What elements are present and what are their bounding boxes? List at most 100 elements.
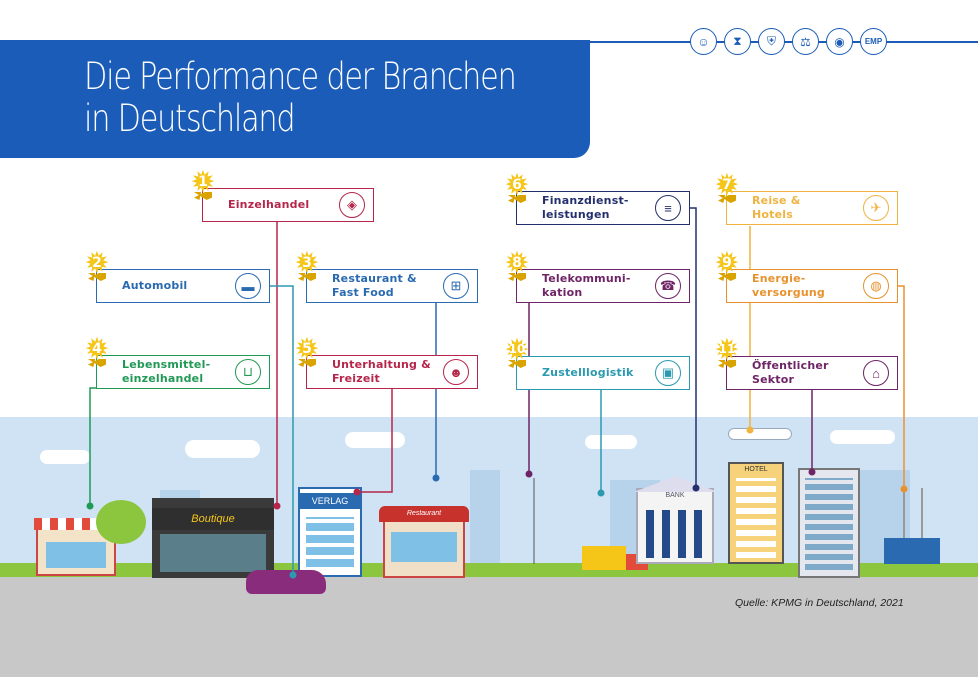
- connector-dot-8: [525, 470, 533, 478]
- boutique-sign: Boutique: [152, 508, 274, 530]
- power-plant: [884, 538, 940, 564]
- boutique-window: [160, 534, 266, 572]
- restaurant-roof: Restaurant: [379, 506, 469, 522]
- connector-dot-6: [692, 484, 700, 492]
- truck-cargo: [582, 546, 626, 570]
- cloud: [585, 435, 637, 449]
- rank-number-4: 4: [92, 341, 102, 357]
- rank-medal-11: ✹11: [714, 336, 740, 368]
- rank-number-8: 8: [512, 255, 522, 271]
- rank-medal-1: ✹1: [190, 168, 216, 200]
- rank-number-11: 11: [718, 342, 736, 356]
- title-line-2: in Deutschland: [84, 97, 296, 140]
- sector-label-4: Lebensmittel-einzelhandel: [122, 358, 211, 385]
- office-tower: [798, 468, 860, 578]
- ribbon-icon: [298, 359, 316, 367]
- sector-label-2: Automobil: [122, 279, 188, 292]
- fast-food-icon: ⊞: [443, 273, 469, 299]
- page-title: Die Performance der Branchen in Deutschl…: [84, 55, 517, 140]
- airplane: [728, 428, 792, 440]
- sector-label-9: Energie-versorgung: [752, 272, 825, 299]
- car-icon: ▬: [235, 273, 261, 299]
- sector-label-3: Restaurant &Fast Food: [332, 272, 417, 299]
- rank-medal-3: ✹3: [294, 249, 320, 281]
- restaurant-window: [391, 532, 457, 562]
- shopping-cart-icon: ⊔: [235, 359, 261, 385]
- government-building-icon: ⌂: [863, 360, 889, 386]
- bank-sign: BANK: [665, 492, 685, 499]
- person-icon: ☺: [690, 28, 717, 55]
- source-note: Quelle: KPMG in Deutschland, 2021: [735, 597, 904, 609]
- rank-number-9: 9: [722, 255, 732, 271]
- boutique-building: Boutique: [152, 498, 274, 578]
- sector-box-10: Zustelllogistik ▣: [516, 356, 690, 390]
- coins-icon: ≡: [655, 195, 681, 221]
- title-line-1: Die Performance der Branchen: [84, 55, 517, 98]
- sector-box-3: Restaurant &Fast Food ⊞: [306, 269, 478, 303]
- rank-medal-4: ✹4: [84, 335, 110, 367]
- verlag-building: VERLAG: [298, 487, 362, 577]
- hourglass-icon: ⧗: [724, 28, 751, 55]
- connector-dot-2: [289, 571, 297, 579]
- bank-columns: [646, 510, 704, 558]
- bulb-icon: ◉: [826, 28, 853, 55]
- entertainment-icon: ☻: [443, 359, 469, 385]
- rank-number-3: 3: [302, 255, 312, 271]
- rank-medal-7: ✹7: [714, 171, 740, 203]
- connector-dot-10: [597, 489, 605, 497]
- cloud: [185, 440, 260, 458]
- ribbon-icon: [194, 192, 212, 200]
- hotel-building: HOTEL: [728, 462, 784, 564]
- sector-label-7: Reise &Hotels: [752, 194, 801, 221]
- tree: [96, 500, 146, 544]
- sector-box-8: Telekommuni-kation ☎: [516, 269, 690, 303]
- connector-dot-11: [808, 468, 816, 476]
- rank-medal-2: ✹2: [84, 249, 110, 281]
- sector-box-5: Unterhaltung &Freizeit ☻: [306, 355, 478, 389]
- sector-box-4: Lebensmittel-einzelhandel ⊔: [96, 355, 270, 389]
- sector-box-9: Energie-versorgung ◍: [726, 269, 898, 303]
- verlag-sign: VERLAG: [300, 493, 360, 509]
- connector-4: [89, 387, 96, 506]
- price-tag-icon: ◈: [339, 192, 365, 218]
- hotel-windows: [736, 478, 776, 558]
- lightbulb-icon: ◍: [863, 273, 889, 299]
- sector-label-10: Zustelllogistik: [542, 366, 634, 379]
- office-windows: [805, 478, 853, 570]
- sector-label-8: Telekommuni-kation: [542, 272, 631, 299]
- ribbon-icon: [298, 273, 316, 281]
- hotel-sign: HOTEL: [744, 466, 768, 473]
- sector-box-6: Finanzdienst-leistungen ≡: [516, 191, 690, 225]
- rank-medal-5: ✹5: [294, 335, 320, 367]
- rank-medal-8: ✹8: [504, 249, 530, 281]
- shield-icon: ⛨: [758, 28, 785, 55]
- airplane-icon: ✈: [863, 195, 889, 221]
- sector-label-6: Finanzdienst-leistungen: [542, 194, 629, 221]
- connector-dot-1: [273, 502, 281, 510]
- connector-dot-4: [86, 502, 94, 510]
- ribbon-icon: [718, 273, 736, 281]
- partner-badges: ☺ ⧗ ⛨ ⚖ ◉ EMP: [690, 28, 887, 55]
- wind-turbines: [888, 488, 938, 544]
- connector-5: [357, 389, 393, 493]
- ribbon-icon: [508, 360, 526, 368]
- cloud: [345, 432, 405, 448]
- bank-building: BANK: [634, 476, 718, 564]
- connector-dot-7: [746, 426, 754, 434]
- rank-medal-9: ✹9: [714, 249, 740, 281]
- ribbon-icon: [88, 273, 106, 281]
- scales-icon: ⚖: [792, 28, 819, 55]
- rank-medal-10: ✹10: [504, 336, 530, 368]
- skyline-bg-2: [470, 470, 500, 565]
- rank-number-5: 5: [302, 341, 312, 357]
- ribbon-icon: [508, 195, 526, 203]
- cloud: [830, 430, 895, 444]
- ribbon-icon: [718, 360, 736, 368]
- rank-number-1: 1: [198, 174, 208, 190]
- ribbon-icon: [718, 195, 736, 203]
- connector-2: [270, 285, 294, 575]
- package-icon: ▣: [655, 360, 681, 386]
